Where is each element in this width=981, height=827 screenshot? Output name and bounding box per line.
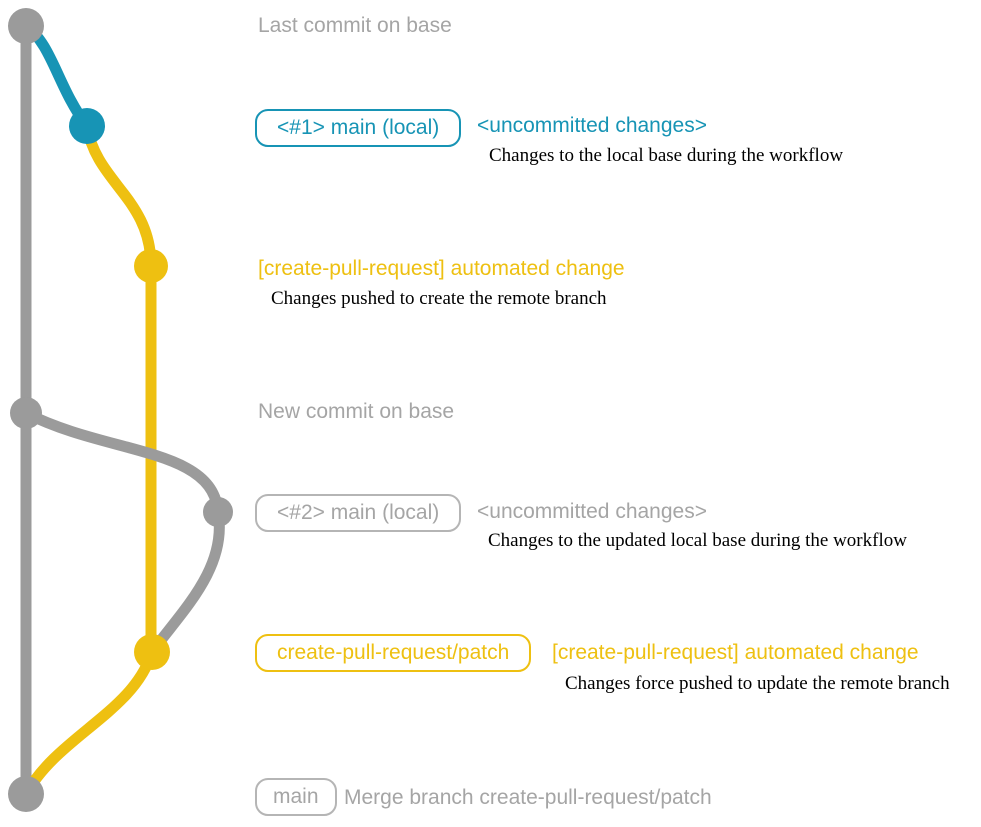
branch-badge-main: main	[255, 778, 337, 816]
commit-label-uncommitted-2: <uncommitted changes>	[477, 500, 707, 523]
commit-dot-main-local-2	[203, 497, 233, 527]
commit-label-uncommitted-1: <uncommitted changes>	[477, 114, 707, 137]
commit-dot-main-local-1	[69, 108, 105, 144]
base-to-local-curve-2	[20, 407, 224, 518]
commit-dot-merge	[8, 776, 44, 812]
branch-badge-main-local-1: <#1> main (local)	[255, 109, 462, 147]
commit-dot-last-base	[8, 8, 44, 44]
commit-desc-automated-change-1: Changes pushed to create the remote bran…	[271, 288, 607, 309]
patch-to-merge-curve	[20, 646, 158, 800]
commit-desc-automated-change-2: Changes force pushed to update the remot…	[565, 673, 950, 694]
commit-label-merge: Merge branch create-pull-request/patch	[344, 786, 712, 809]
commit-label-automated-change-2: [create-pull-request] automated change	[552, 641, 919, 664]
branch-badge-patch: create-pull-request/patch	[255, 634, 532, 672]
branch-badge-main-local-2: <#2> main (local)	[255, 494, 462, 532]
patch-branch-curve-1	[81, 120, 157, 272]
commit-label-last-base: Last commit on base	[258, 14, 452, 37]
commit-dot-new-base	[10, 397, 42, 429]
commit-desc-uncommitted-2: Changes to the updated local base during…	[488, 530, 907, 551]
commit-dot-patch-1	[134, 249, 168, 283]
local-to-patch-curve-2	[146, 506, 225, 658]
commit-dot-patch-2	[134, 634, 170, 670]
commit-label-new-base: New commit on base	[258, 400, 455, 423]
commit-label-automated-change-1: [create-pull-request] automated change	[258, 257, 625, 280]
commit-graph	[8, 8, 233, 812]
commit-desc-uncommitted-1: Changes to the local base during the wor…	[489, 145, 844, 166]
